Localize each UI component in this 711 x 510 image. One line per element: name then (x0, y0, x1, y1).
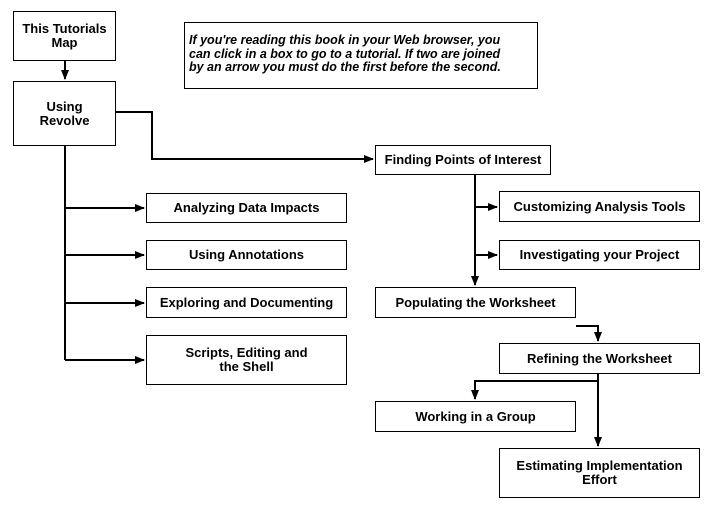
instructions-note: If you're reading this book in your Web … (184, 22, 538, 89)
box-analyzing-data-impacts[interactable]: Analyzing Data Impacts (146, 193, 347, 223)
box-refining-the-worksheet[interactable]: Refining the Worksheet (499, 343, 700, 374)
box-using-annotations[interactable]: Using Annotations (146, 240, 347, 270)
arrow-using-revolve-to-finding (116, 111, 374, 163)
box-using-revolve[interactable]: Using Revolve (13, 81, 116, 146)
box-investigating-your-project[interactable]: Investigating your Project (499, 240, 700, 270)
box-customizing-analysis-tools[interactable]: Customizing Analysis Tools (499, 191, 700, 222)
box-populating-the-worksheet[interactable]: Populating the Worksheet (375, 287, 576, 318)
box-scripts-editing-shell[interactable]: Scripts, Editing and the Shell (146, 335, 347, 385)
box-tutorials-map[interactable]: This Tutorials Map (13, 11, 116, 61)
box-exploring-and-documenting[interactable]: Exploring and Documenting (146, 287, 347, 318)
arrow-refining-to-group (471, 374, 599, 400)
box-estimating-implementation-effort[interactable]: Estimating Implementation Effort (499, 448, 700, 498)
arrow-populating-to-refining (576, 325, 602, 342)
box-working-in-a-group[interactable]: Working in a Group (375, 401, 576, 432)
box-finding-points-of-interest[interactable]: Finding Points of Interest (375, 145, 551, 175)
